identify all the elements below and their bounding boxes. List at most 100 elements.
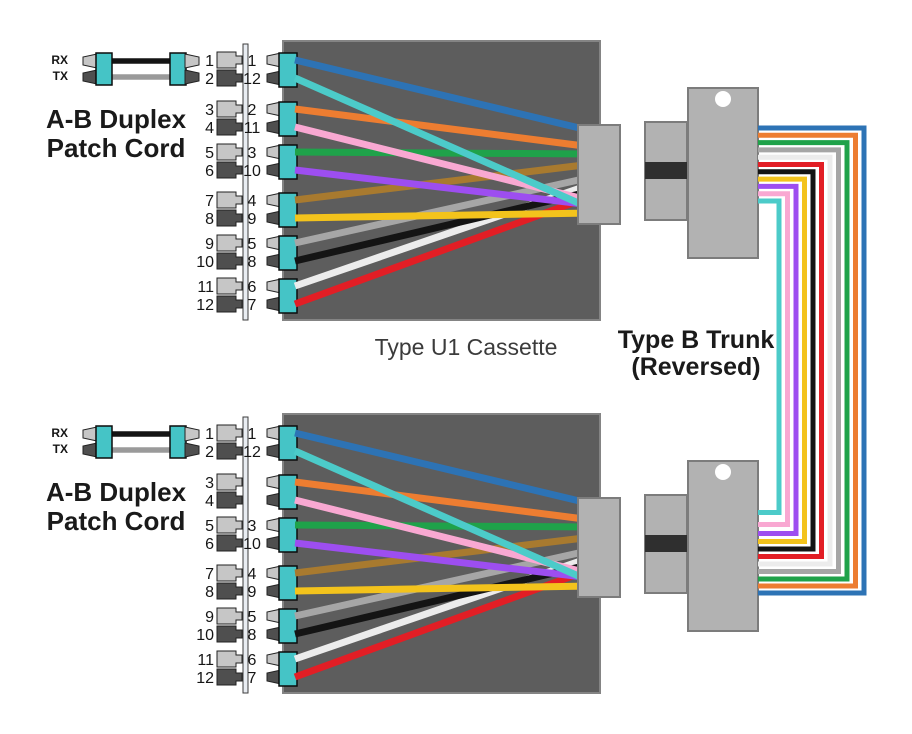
simplex-port-connector: [216, 650, 243, 668]
trunk-label-line2: (Reversed): [631, 353, 761, 381]
cassette-port-number: 4: [248, 193, 257, 210]
simplex-port-connector: [216, 69, 243, 87]
trunk-fiber-red: [758, 162, 824, 559]
trunk-connector-housing: [687, 460, 759, 632]
lc-connector: [278, 52, 298, 88]
lc-connector: [278, 278, 298, 314]
patch-cord-title-top: A-B Duplex Patch Cord: [16, 105, 216, 163]
cassette-port-number: 10: [243, 163, 261, 180]
left-port-number: 1: [205, 426, 214, 443]
trunk-connector-stripe: [645, 162, 687, 179]
patch-wedge-light-icon: [184, 426, 200, 442]
cassette-fiber-blue: [294, 56, 593, 135]
simplex-port-connector: [216, 277, 243, 295]
simplex-port-connector: [216, 564, 243, 582]
adapter-plate: [242, 43, 249, 321]
left-port-number: 12: [196, 670, 214, 687]
rx-label-top: RX: [51, 53, 68, 67]
simplex-port-connector: [216, 295, 243, 313]
left-port-number: 7: [205, 193, 214, 210]
tx-label-top: TX: [52, 69, 68, 83]
patch-connector-left: [95, 425, 113, 459]
left-port-number: 2: [205, 71, 214, 88]
tx-label-bottom: TX: [52, 442, 68, 456]
left-port-number: 3: [205, 102, 214, 119]
simplex-port-connector: [216, 516, 243, 534]
simplex-port-connector: [216, 143, 243, 161]
left-port-number: 4: [205, 120, 214, 137]
left-port-number: 9: [205, 609, 214, 626]
cassette-label: Type U1 Cassette: [374, 334, 558, 360]
trunk-connector-stripe: [645, 535, 687, 552]
lc-connector: [278, 144, 298, 180]
patch-wedge-light-icon: [184, 53, 200, 69]
lc-connector: [278, 235, 298, 271]
simplex-port-connector: [216, 252, 243, 270]
trunk-fiber-green: [758, 140, 850, 582]
adapter-plate: [242, 416, 249, 694]
left-port-number: 10: [196, 254, 214, 271]
patch-cord-title-top-line1: A-B Duplex: [45, 104, 187, 134]
patch-connector-left: [95, 52, 113, 86]
patch-wedge-dark-icon: [82, 442, 98, 458]
lc-connector: [278, 517, 298, 553]
lc-connector: [278, 608, 298, 644]
mtp-connector: [577, 124, 621, 225]
trunk-connector-housing: [687, 87, 759, 259]
patch-cord-title-bottom-line1: A-B Duplex: [45, 477, 187, 507]
cassette-fiber-violet: [294, 166, 593, 209]
simplex-port-connector: [216, 534, 243, 552]
cassette-port-number: 8: [248, 254, 257, 271]
lc-connector: [278, 425, 298, 461]
cassette-fiber-yellow: [294, 582, 593, 595]
patch-connector-right: [169, 52, 187, 86]
cassette-fiber-blue: [294, 429, 593, 508]
left-port-number: 12: [196, 297, 214, 314]
lc-connector: [278, 651, 298, 687]
simplex-port-connector: [216, 491, 243, 509]
cassette-port-number: 2: [248, 102, 257, 119]
simplex-port-connector: [216, 625, 243, 643]
cassette-port-number: 4: [248, 566, 257, 583]
patch-wedge-dark-icon: [184, 69, 200, 85]
simplex-port-connector: [216, 118, 243, 136]
lc-connector: [278, 101, 298, 137]
lc-connector: [278, 565, 298, 601]
left-port-number: 7: [205, 566, 214, 583]
left-port-number: 5: [205, 518, 214, 535]
cassette-fiber-orange: [294, 478, 593, 524]
simplex-port-connector: [216, 191, 243, 209]
cassette-port-number: 7: [248, 297, 257, 314]
trunk-connector-hole: [715, 91, 731, 107]
cassette-port-number: 7: [248, 670, 257, 687]
patch-wedge-dark-icon: [82, 69, 98, 85]
simplex-port-connector: [216, 442, 243, 460]
trunk-fiber-white: [758, 154, 833, 567]
left-port-number: 6: [205, 536, 214, 553]
cassette-fiber-orange: [294, 105, 593, 151]
simplex-port-connector: [216, 161, 243, 179]
left-port-number: 3: [205, 475, 214, 492]
cassette-fiber-aqua: [293, 74, 594, 213]
cassette-port-number: 9: [248, 211, 257, 228]
trunk-fiber-yellow: [758, 176, 807, 544]
patch-cord-title-bottom-line2: Patch Cord: [46, 506, 186, 536]
trunk-fiber-violet: [758, 183, 799, 536]
left-port-number: 6: [205, 163, 214, 180]
cassette-port-number: 5: [248, 609, 257, 626]
simplex-port-connector: [216, 607, 243, 625]
left-port-number: 10: [196, 627, 214, 644]
left-port-number: 1: [205, 53, 214, 70]
trunk-fiber-orange: [758, 132, 858, 589]
simplex-port-connector: [216, 209, 243, 227]
trunk-fiber-black: [758, 169, 816, 552]
cassette-port-number: 12: [243, 71, 261, 88]
cassette-port-number: 6: [248, 652, 257, 669]
mtp-connector: [577, 497, 621, 598]
simplex-port-connector: [216, 100, 243, 118]
cassette-port-number: 3: [248, 518, 257, 535]
rx-label-bottom: RX: [51, 426, 68, 440]
cassette-port-number: 6: [248, 279, 257, 296]
cassette-fiber-aqua: [293, 447, 594, 586]
cassette-fiber-green: [294, 521, 593, 531]
